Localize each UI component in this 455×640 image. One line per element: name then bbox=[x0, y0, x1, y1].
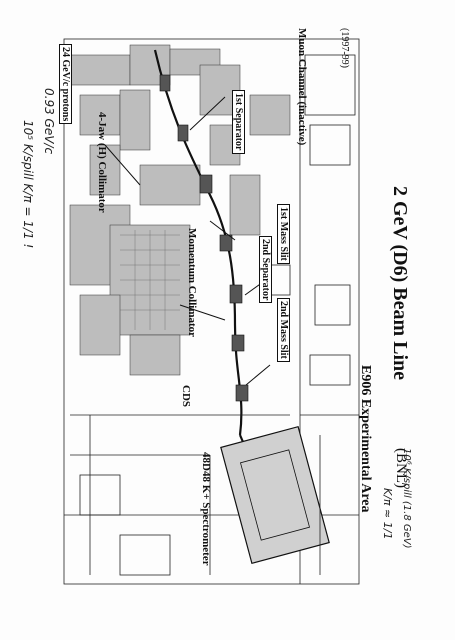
proton-beam-label: 24 GeV/c protons bbox=[59, 44, 72, 125]
muon-channel-label: Muon Channel (inactive) bbox=[296, 28, 308, 146]
first-separator-label: 1st Separator bbox=[232, 90, 245, 154]
year-label: (1997-99) bbox=[339, 28, 350, 68]
handwritten-energy: 0.93 GeV/c bbox=[42, 88, 56, 155]
cds-label: CDS bbox=[180, 385, 192, 408]
handwritten-ratio-right: K/π ≈ 1/1 bbox=[381, 488, 394, 540]
second-separator-label: 2nd Separator bbox=[259, 236, 272, 304]
momentum-collimator-label: Momentum Collimator bbox=[186, 228, 198, 338]
handwritten-rate-right: 10⁶ K/spill (1.8 GeV) bbox=[401, 448, 412, 549]
second-mass-slit-label: 2nd Mass Slit bbox=[277, 298, 290, 362]
spectrometer-label: 48D48 K+ Spectrometer bbox=[200, 452, 212, 566]
beamline-floor-plan bbox=[63, 38, 360, 585]
handwritten-rate-left: 10⁵ K/spill K/π = 1/1 ! bbox=[21, 120, 35, 249]
experimental-area-label: E906 Experimental Area bbox=[358, 365, 373, 513]
first-mass-slit-label: 1st Mass Slit bbox=[277, 204, 290, 264]
page-title: 2 GeV (D6) Beam Line bbox=[389, 186, 411, 381]
four-jaw-collimator-label: 4-Jaw (H) Collimator bbox=[96, 112, 108, 213]
